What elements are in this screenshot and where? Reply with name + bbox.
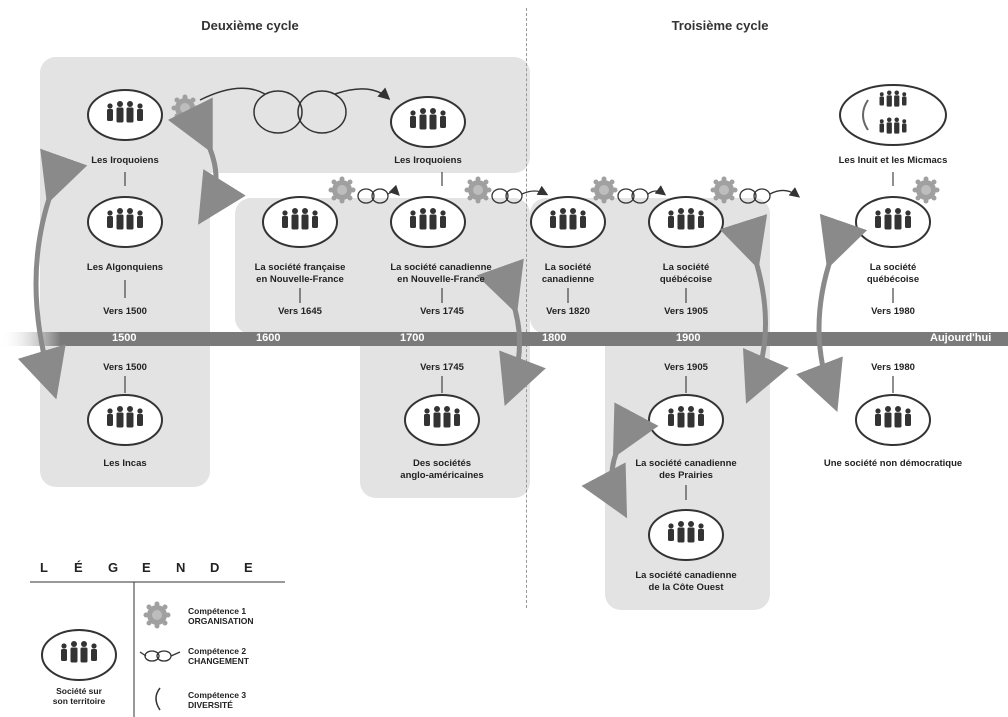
legend-letter: D [210,560,220,575]
legend-competence-1: Compétence 1 ORGANISATION [188,606,288,626]
legend-letter: E [244,560,253,575]
legend-society-line2: son territoire [52,696,106,706]
label-algonquins: Les Algonquiens [86,262,164,273]
label-anglo-line1: Des sociétés [412,458,472,469]
legend-letter: É [74,560,83,575]
label-canadienne: La société canadienne [518,262,618,286]
date-nf-fr: Vers 1645 [278,306,322,317]
legend-letter: E [142,560,151,575]
label-nf-fr-line2: en Nouvelle-France [256,274,344,285]
date-non-democratique: Vers 1980 [871,362,915,373]
label-prairies-line2: des Prairies [659,470,713,481]
label-non-democratique: Une société non démocratique [823,458,963,469]
date-quebecoise: Vers 1905 [664,306,708,317]
label-canadienne-line1: La société [544,262,592,273]
legend-comp2-line2: CHANGEMENT [188,656,249,666]
title-third-cycle: Troisième cycle [671,18,769,33]
label-nf-ca: La société canadienne en Nouvelle-France [376,262,506,286]
legend-letter: L [40,560,48,575]
legend-comp1-line2: ORGANISATION [188,616,254,626]
legend-competence-2: Compétence 2 CHANGEMENT [188,646,288,666]
date-prairies: Vers 1905 [664,362,708,373]
timeline-tick-1900: 1900 [676,332,701,344]
timeline-tick-today: Aujourd'hui [930,332,992,344]
legend-letter: G [108,560,119,575]
legend-comp2-line1: Compétence 2 [188,646,247,656]
panel-prairies [605,198,770,610]
oval-inuit [839,84,947,146]
label-nf-fr-line1: La société française [254,262,346,273]
label-nf-fr: La société française en Nouvelle-France [240,262,360,286]
cycle-divider [526,8,527,608]
timeline-tick-1700: 1700 [400,332,425,344]
legend-oval [41,629,117,681]
label-quebecoise-line2: québécoise [659,274,713,285]
label-nf-ca-line1: La société canadienne [390,262,492,273]
label-prairies: La société canadienne des Prairies [621,458,751,482]
legend-letter: N [176,560,186,575]
label-quebecoise-2-line2: québécoise [866,274,920,285]
label-nf-ca-line2: en Nouvelle-France [397,274,485,285]
date-quebecoise-2: Vers 1980 [871,306,915,317]
label-iroquois-2: Les Iroquoiens [394,155,462,166]
gear-icon [143,601,171,629]
panel-anglo [360,198,530,498]
legend-comp3-line2: DIVERSITÉ [188,700,233,710]
timeline-tick-1500: 1500 [112,332,137,344]
label-anglo-line2: anglo-américaines [400,470,484,481]
label-iroquois-1: Les Iroquoiens [91,155,159,166]
label-prairies-line1: La société canadienne [635,458,737,469]
date-anglo: Vers 1745 [420,362,464,373]
label-anglo: Des sociétés anglo-américaines [382,458,502,482]
legend-society-line1: Société sur [56,686,102,696]
label-cote-ouest-line1: La société canadienne [635,570,737,581]
title-second-cycle: Deuxième cycle [201,18,299,33]
label-quebecoise: La société québécoise [636,262,736,286]
oval-non-democratique [855,394,931,446]
label-cote-ouest-line2: de la Côte Ouest [648,582,724,593]
legend-comp3-line1: Compétence 3 [188,690,247,700]
legend-comp1-line1: Compétence 1 [188,606,247,616]
label-canadienne-line2: canadienne [541,274,595,285]
label-inuit: Les Inuit et les Micmacs [838,155,948,166]
gear-icon [912,176,940,204]
date-canadienne: Vers 1820 [546,306,590,317]
label-incas: Les Incas [103,458,147,469]
legend-society-label: Société sur son territoire [34,686,124,706]
timeline-tick-1600: 1600 [256,332,281,344]
timeline-tick-1800: 1800 [542,332,567,344]
oval-quebecoise-2 [855,196,931,248]
inuit-diversity-bracket [862,99,869,131]
date-algonquins: Vers 1500 [103,306,147,317]
date-incas: Vers 1500 [103,362,147,373]
label-quebecoise-2: La société québécoise [843,262,943,286]
date-nf-ca: Vers 1745 [420,306,464,317]
legend-competence-3: Compétence 3 DIVERSITÉ [188,690,288,710]
label-quebecoise-2-line1: La société [869,262,917,273]
label-cote-ouest: La société canadienne de la Côte Ouest [621,570,751,594]
label-quebecoise-line1: La société [662,262,710,273]
